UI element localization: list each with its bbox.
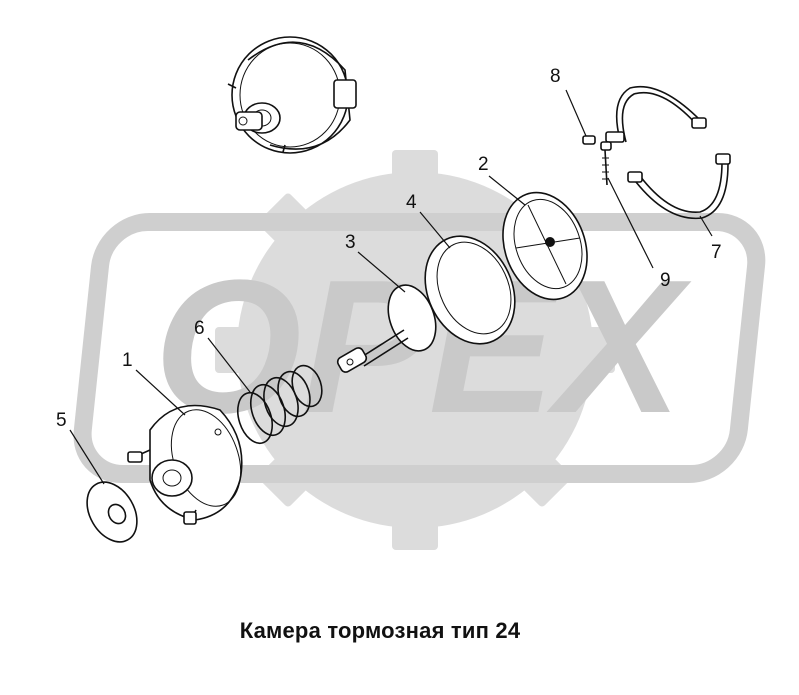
callout-5: 5 xyxy=(56,410,67,431)
part-8-nut xyxy=(582,135,596,145)
part-4-diaphragm-ring xyxy=(424,235,516,345)
leader-2 xyxy=(488,175,526,206)
part-7-clamp-band xyxy=(605,85,731,220)
part-5-washer xyxy=(86,481,138,543)
leader-lines xyxy=(69,89,713,485)
leader-3 xyxy=(357,251,406,293)
part-9-bolt xyxy=(600,141,612,186)
assembled-brake-chamber xyxy=(227,36,357,154)
part-3-pushrod xyxy=(336,284,437,373)
part-2-cover xyxy=(502,191,588,301)
callout-4: 4 xyxy=(406,192,417,213)
leader-7 xyxy=(699,215,713,237)
diagram-caption: Камера тормозная тип 24 xyxy=(239,618,521,643)
callout-labels: 1 2 3 4 5 6 7 8 9 xyxy=(56,66,722,431)
leader-4 xyxy=(419,211,451,249)
part-6-spring xyxy=(236,364,323,445)
part-1-housing xyxy=(127,404,243,525)
leader-9 xyxy=(607,177,654,269)
callout-9: 9 xyxy=(660,270,671,291)
callout-8: 8 xyxy=(550,66,561,87)
leader-8 xyxy=(565,89,587,137)
leader-1 xyxy=(135,369,186,416)
callout-6: 6 xyxy=(194,318,205,339)
callout-3: 3 xyxy=(345,232,356,253)
leader-6 xyxy=(207,337,251,393)
watermark-frame xyxy=(73,213,766,483)
callout-7: 7 xyxy=(711,242,722,263)
callout-1: 1 xyxy=(122,350,133,371)
callout-2: 2 xyxy=(478,154,489,175)
leader-5 xyxy=(69,429,105,485)
